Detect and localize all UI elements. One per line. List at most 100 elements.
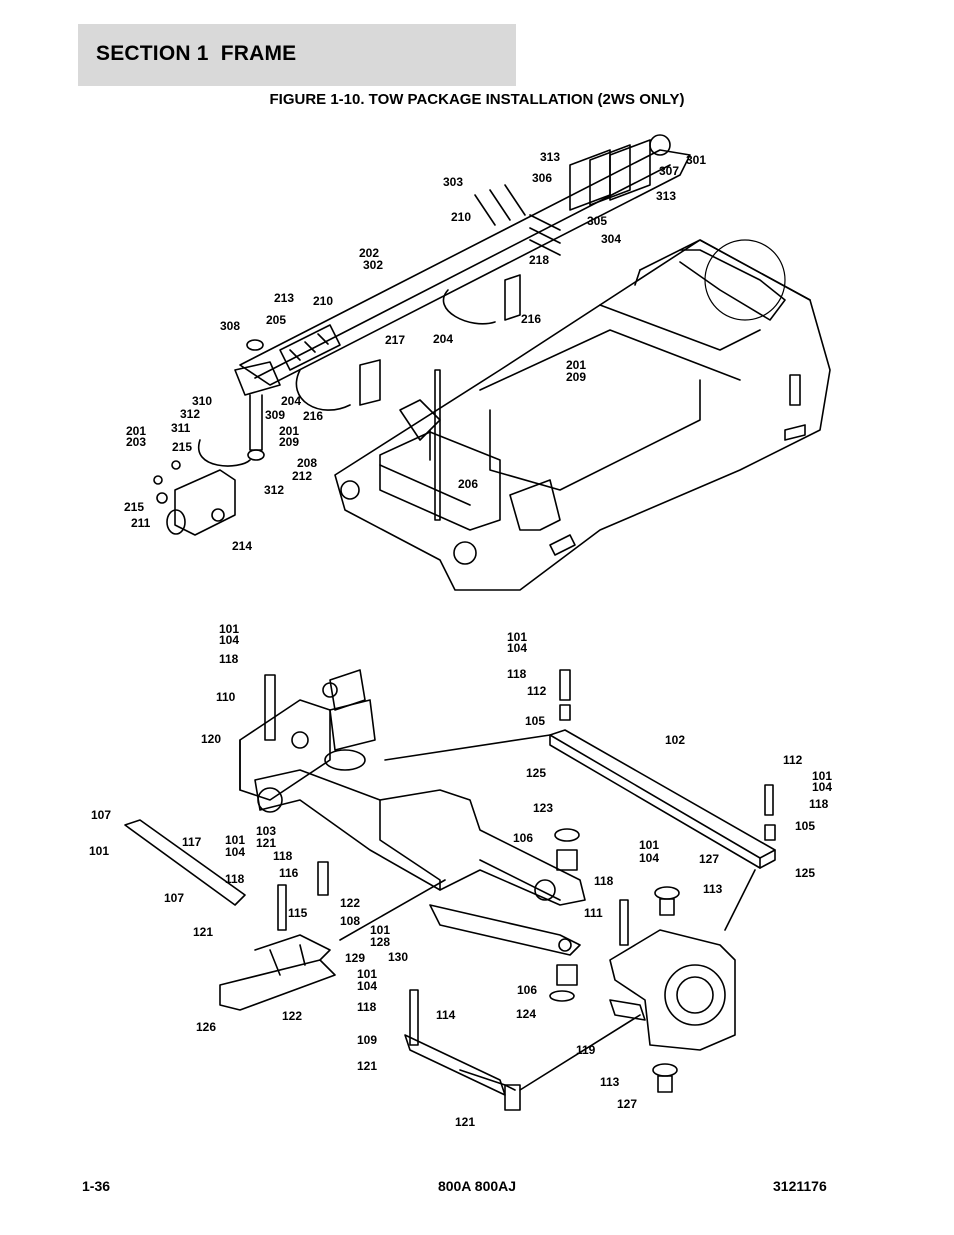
callout-label: 213 [274,291,294,305]
callout-label: 310 [192,394,212,408]
callout-label: 101 [507,630,527,644]
callout-label: 114 [436,1008,456,1022]
callout-label: 118 [219,652,239,666]
callout-label: 129 [345,951,365,965]
callout-label: 204 [281,394,301,408]
upper-assembly-drawing [153,134,831,591]
callout-label: 212 [292,469,312,483]
callout-label: 127 [699,852,719,866]
callout-label: 118 [225,872,245,886]
callout-label: 118 [273,849,293,863]
callout-label: 202 [359,246,379,260]
callout-label: 105 [795,819,815,833]
callout-label: 104 [219,633,239,647]
callout-label: 118 [594,874,614,888]
callout-label: 102 [665,733,685,747]
callout-label: 311 [171,421,191,435]
callout-label: 210 [451,210,471,224]
callout-label: 126 [196,1020,216,1034]
callout-label: 105 [525,714,545,728]
callout-label: 104 [812,780,832,794]
callout-label: 106 [513,831,533,845]
callout-label: 101 [812,769,832,783]
callout-label: 309 [265,408,285,422]
callout-label: 104 [225,845,245,859]
callout-label: 127 [617,1097,637,1111]
callout-label: 125 [526,766,546,780]
callout-label: 115 [288,906,308,920]
callout-label: 107 [91,808,111,822]
callout-label: 121 [256,836,276,850]
callout-label: 307 [659,164,679,178]
callout-label: 211 [131,516,151,530]
callout-label: 301 [686,153,706,167]
callout-label: 312 [180,407,200,421]
callout-label: 113 [703,882,723,896]
callout-label: 201 [279,424,299,438]
callout-label: 208 [297,456,317,470]
callout-label: 123 [533,801,553,815]
callout-label: 107 [164,891,184,905]
callout-label: 218 [529,253,549,267]
callout-label: 118 [507,667,527,681]
callout-label: 306 [532,171,552,185]
callout-label: 122 [340,896,360,910]
callout-label: 119 [576,1043,596,1057]
callout-label: 130 [388,950,408,964]
callout-label: 313 [656,189,676,203]
callout-label: 112 [527,684,547,698]
callout-label: 308 [220,319,240,333]
section-header: SECTION 1 FRAME [78,24,516,86]
callout-label: 215 [124,500,144,514]
callout-label: 101 [89,844,109,858]
callout-labels: 313 301 306 307 313 303 305 304 210 218 … [89,150,832,1129]
callout-label: 303 [443,175,463,189]
model-label: 800A 800AJ [437,1178,517,1194]
callout-label: 113 [600,1075,620,1089]
callout-label: 122 [282,1009,302,1023]
callout-label: 125 [795,866,815,880]
callout-label: 201 [126,424,146,438]
callout-label: 217 [385,333,405,347]
lower-assembly-drawing [124,669,776,1111]
callout-label: 110 [216,690,236,704]
callout-label: 118 [357,1000,377,1014]
callout-label: 216 [303,409,323,423]
callout-label: 203 [126,435,146,449]
callout-label: 104 [507,641,527,655]
callout-label: 209 [566,370,586,384]
callout-label: 216 [521,312,541,326]
callout-label: 108 [340,914,360,928]
callout-label: 302 [363,258,383,272]
callout-label: 101 [219,622,239,636]
callout-label: 106 [517,983,537,997]
callout-label: 121 [193,925,213,939]
callout-label: 304 [601,232,621,246]
callout-label: 215 [172,440,192,454]
figure-caption: FIGURE 1-10. TOW PACKAGE INSTALLATION (2… [269,91,685,108]
callout-label: 109 [357,1033,377,1047]
callout-label: 120 [201,732,221,746]
callout-label: 103 [256,824,276,838]
callout-label: 209 [279,435,299,449]
callout-label: 117 [182,835,202,849]
callout-label: 204 [433,332,453,346]
callout-label: 214 [232,539,252,553]
callout-label: 118 [809,797,829,811]
callout-label: 104 [639,851,659,865]
callout-label: 124 [516,1007,536,1021]
callout-label: 205 [266,313,286,327]
callout-label: 305 [587,214,607,228]
callout-label: 128 [370,935,390,949]
callout-label: 312 [264,483,284,497]
callout-label: 206 [458,477,478,491]
callout-label: 116 [279,866,299,880]
callout-label: 112 [783,753,803,767]
callout-label: 121 [357,1059,377,1073]
callout-label: 101 [639,838,659,852]
callout-label: 121 [455,1115,475,1129]
callout-label: 101 [225,833,245,847]
callout-label: 313 [540,150,560,164]
callout-label: 111 [584,906,603,920]
